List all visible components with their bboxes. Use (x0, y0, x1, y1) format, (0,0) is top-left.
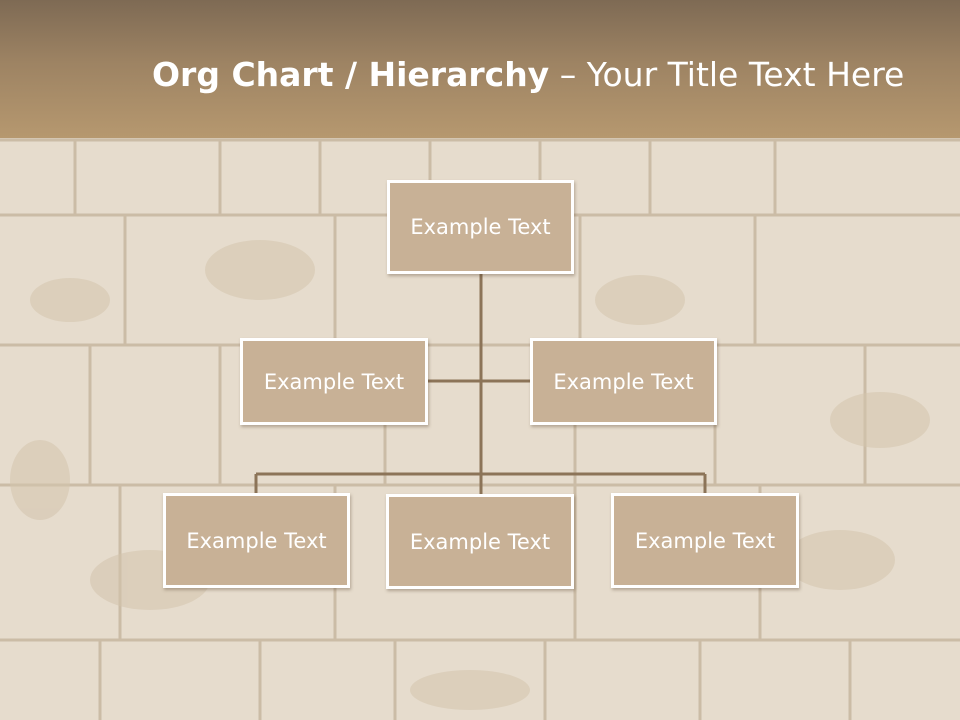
org-node-assistant-left[interactable]: Example Text (240, 338, 428, 425)
title-main: Org Chart / Hierarchy (152, 55, 550, 94)
org-node-label: Example Text (409, 529, 551, 554)
org-node-label: Example Text (553, 369, 694, 394)
slide-title[interactable]: Org Chart / Hierarchy – Your Title Text … (152, 52, 942, 98)
org-node-child-right[interactable]: Example Text (611, 493, 799, 588)
org-node-child-left[interactable]: Example Text (163, 493, 350, 588)
org-node-label: Example Text (186, 528, 327, 553)
title-separator: – (559, 55, 577, 94)
org-node-label: Example Text (634, 528, 776, 553)
title-bar (0, 0, 960, 138)
org-node-assistant-right[interactable]: Example Text (530, 338, 717, 425)
org-node-child-center[interactable]: Example Text (386, 494, 574, 589)
org-node-label: Example Text (263, 369, 405, 394)
org-node-label: Example Text (410, 215, 551, 239)
org-node-root[interactable]: Example Text (387, 180, 574, 274)
title-subtitle: Your Title Text Here (586, 55, 905, 94)
